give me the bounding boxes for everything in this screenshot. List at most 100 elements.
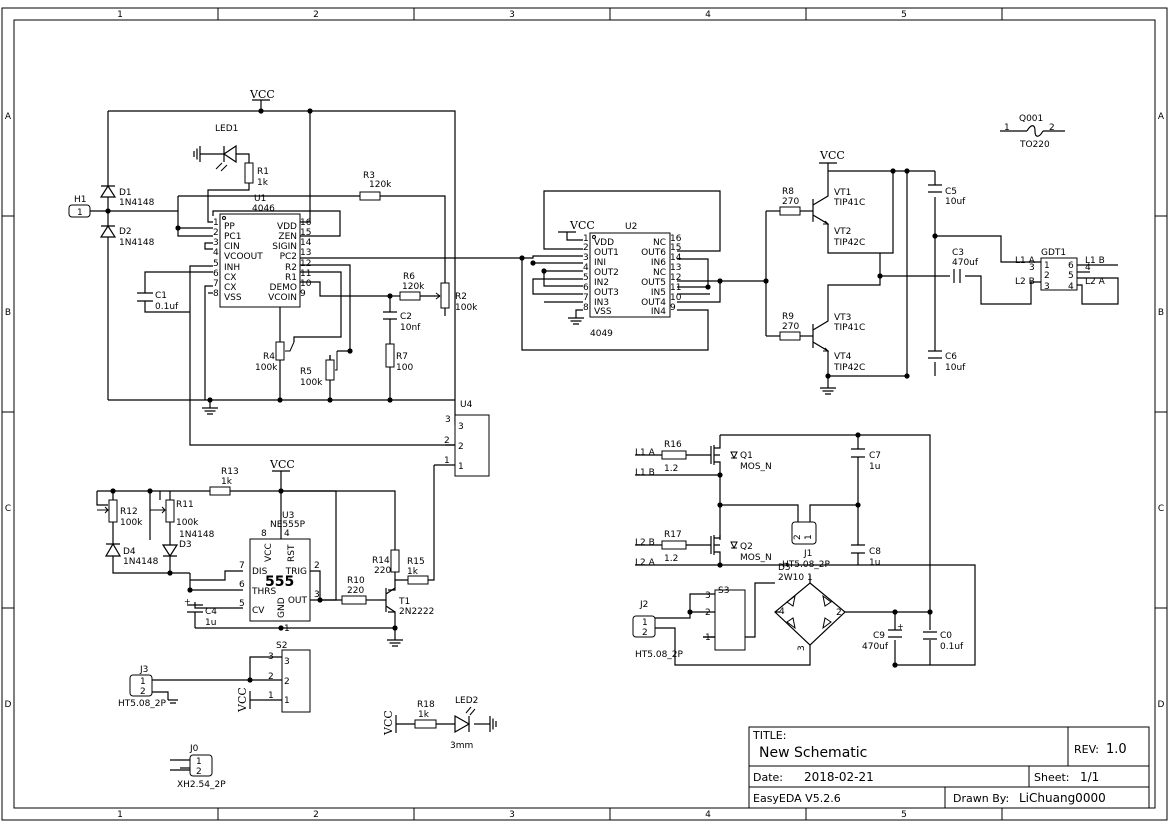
u2-name-out4: OUT4 bbox=[641, 298, 666, 308]
q1-mosfet: Q1 MOS_N bbox=[706, 445, 772, 472]
c4-plus-sign: + bbox=[184, 597, 191, 606]
frame-col-4-bottom: 4 bbox=[705, 810, 711, 820]
u2-name-vdd: VDD bbox=[594, 238, 614, 248]
c2-capacitor: C2 10nf bbox=[383, 311, 421, 333]
r11-value: 100k bbox=[176, 518, 199, 528]
q2-mosfet: Q2 MOS_N bbox=[706, 535, 772, 563]
r16-resistor: R16 1.2 bbox=[661, 440, 687, 474]
u2-pin-1: 1 bbox=[583, 234, 589, 244]
u2-4049: U2 4049 1 2 3 4 5 6 7 8 VDD OUT1 INI OUT… bbox=[583, 222, 682, 339]
d1-value: 1N4148 bbox=[119, 198, 155, 208]
u2-pin-6: 6 bbox=[583, 283, 589, 293]
u3-pin-6: 6 bbox=[239, 580, 245, 590]
q001-value: TO220 bbox=[1019, 140, 1050, 150]
r14-value: 220 bbox=[374, 566, 391, 576]
vt2-ref: VT2 bbox=[834, 227, 851, 237]
d1-ref: D1 bbox=[119, 188, 132, 198]
u1-name-zen: ZEN bbox=[278, 232, 297, 242]
r2-potentiometer: R2 100k bbox=[435, 282, 478, 316]
u4-pin-3-inside: 3 bbox=[458, 422, 464, 432]
u2-name-out5: OUT5 bbox=[641, 278, 666, 288]
u3-name-thrs: THRS bbox=[251, 587, 277, 597]
u2-value: 4049 bbox=[590, 329, 613, 339]
u2-pin-3: 3 bbox=[583, 253, 589, 263]
u3-name-cv: CV bbox=[252, 606, 265, 616]
r18-ref: R18 bbox=[417, 700, 435, 710]
r1-ref: R1 bbox=[257, 167, 269, 177]
s2-ref: S2 bbox=[276, 641, 287, 651]
r5-ref: R5 bbox=[300, 367, 312, 377]
rev-label: REV: bbox=[1074, 743, 1099, 756]
bridge-pin-2: 2 bbox=[836, 608, 842, 618]
c7-ref: C7 bbox=[869, 451, 881, 461]
s2-pin-2-inside: 2 bbox=[284, 677, 290, 687]
u2-pin-12: 12 bbox=[670, 273, 681, 283]
u3-ref: U3 bbox=[282, 511, 294, 521]
frame-col-2-top: 2 bbox=[313, 10, 319, 20]
date-label: Date: bbox=[753, 771, 783, 784]
u2-name-ini: INI bbox=[594, 258, 606, 268]
j2-pin-1: 1 bbox=[642, 618, 648, 628]
s2-pin-1-inside: 1 bbox=[284, 696, 290, 706]
led1: LED1 bbox=[200, 124, 250, 172]
u4-pin-3-outside: 3 bbox=[445, 415, 451, 425]
d2-ref: D2 bbox=[119, 227, 132, 237]
j3-value: HT5.08_2P bbox=[118, 699, 167, 709]
d1-diode: D1 1N4148 bbox=[99, 184, 155, 208]
u1-name-cin: CIN bbox=[224, 242, 240, 252]
u2-name-in6: IN6 bbox=[651, 258, 666, 268]
tool-label: EasyEDA V5.2.6 bbox=[753, 792, 841, 805]
net-label-l2a: L2 A bbox=[635, 558, 656, 568]
u2-pin-16: 16 bbox=[670, 234, 682, 244]
led2-value: 3mm bbox=[450, 741, 473, 751]
u2-pin-7: 7 bbox=[583, 293, 589, 303]
u2-name-in4: IN4 bbox=[651, 307, 666, 317]
u3-pin-2: 2 bbox=[314, 561, 320, 571]
u3-name-trig: TRIG bbox=[285, 567, 307, 577]
u3-pin-8: 8 bbox=[261, 529, 267, 539]
u2-name-in5: IN5 bbox=[651, 288, 666, 298]
r11-ref: R11 bbox=[176, 500, 194, 510]
c5-capacitor: C5 10uf bbox=[928, 184, 966, 207]
vt3-transistor: VT3 TIP41C bbox=[812, 294, 865, 376]
u1-pin-15: 15 bbox=[300, 228, 311, 238]
c2-value: 10nf bbox=[400, 323, 421, 333]
u2-pin-5: 5 bbox=[583, 273, 589, 283]
u1-pin-10: 10 bbox=[300, 279, 312, 289]
c9-capacitor: + C9 470uf bbox=[862, 622, 904, 652]
vt4-transistor: VT4 TIP42C bbox=[833, 352, 865, 373]
r10-value: 220 bbox=[347, 586, 364, 596]
sheet-frame: 1 2 3 4 5 1 2 3 4 5 A B C D A B C D bbox=[1, 7, 1168, 821]
title-block: TITLE: New Schematic REV: 1.0 Date: 2018… bbox=[748, 726, 1150, 809]
c0-ref: C0 bbox=[940, 631, 952, 641]
r12-potentiometer: R12 100k bbox=[97, 491, 143, 528]
r2-value: 100k bbox=[455, 303, 478, 313]
u1-name-vcoin: VCOIN bbox=[268, 293, 297, 303]
c0-value: 0.1uf bbox=[940, 642, 964, 652]
j2-value: HT5.08_2P bbox=[635, 650, 684, 660]
u3-ne555: U3 NE555P 555 8 4 VCC RST 7 6 5 DIS THRS… bbox=[239, 511, 320, 634]
vt2-value: TIP42C bbox=[833, 238, 865, 248]
r13-value: 1k bbox=[221, 477, 233, 487]
gdt1-transformer: GDT1 1 2 3 6 5 4 3 4 L1 A L2 B L1 B L2 A bbox=[1015, 248, 1106, 292]
u1-pin-1: 1 bbox=[213, 218, 219, 228]
r4-potentiometer: R4 100k bbox=[255, 341, 295, 373]
net-label-l2b: L2 B bbox=[635, 538, 655, 548]
vt1-ref: VT1 bbox=[834, 188, 851, 198]
u1-name-vcoout: VCOOUT bbox=[224, 252, 263, 262]
frame-row-c-left: C bbox=[5, 504, 11, 514]
net-label-l1b: L1 B bbox=[635, 468, 655, 478]
sheet-value: 1/1 bbox=[1080, 770, 1099, 784]
j0-pin-1: 1 bbox=[196, 757, 202, 767]
r3-value: 120k bbox=[369, 180, 392, 190]
c4-ref: C4 bbox=[205, 607, 217, 617]
r12-value: 100k bbox=[120, 518, 143, 528]
r2-ref: R2 bbox=[455, 292, 467, 302]
vt1-value: TIP41C bbox=[833, 198, 865, 208]
j0-pin-2: 2 bbox=[196, 767, 202, 777]
u3-big-label: 555 bbox=[265, 574, 294, 590]
u1-name-vdd: VDD bbox=[277, 222, 297, 232]
frame-row-d-right: D bbox=[1158, 700, 1165, 710]
d2-value: 1N4148 bbox=[119, 238, 155, 248]
